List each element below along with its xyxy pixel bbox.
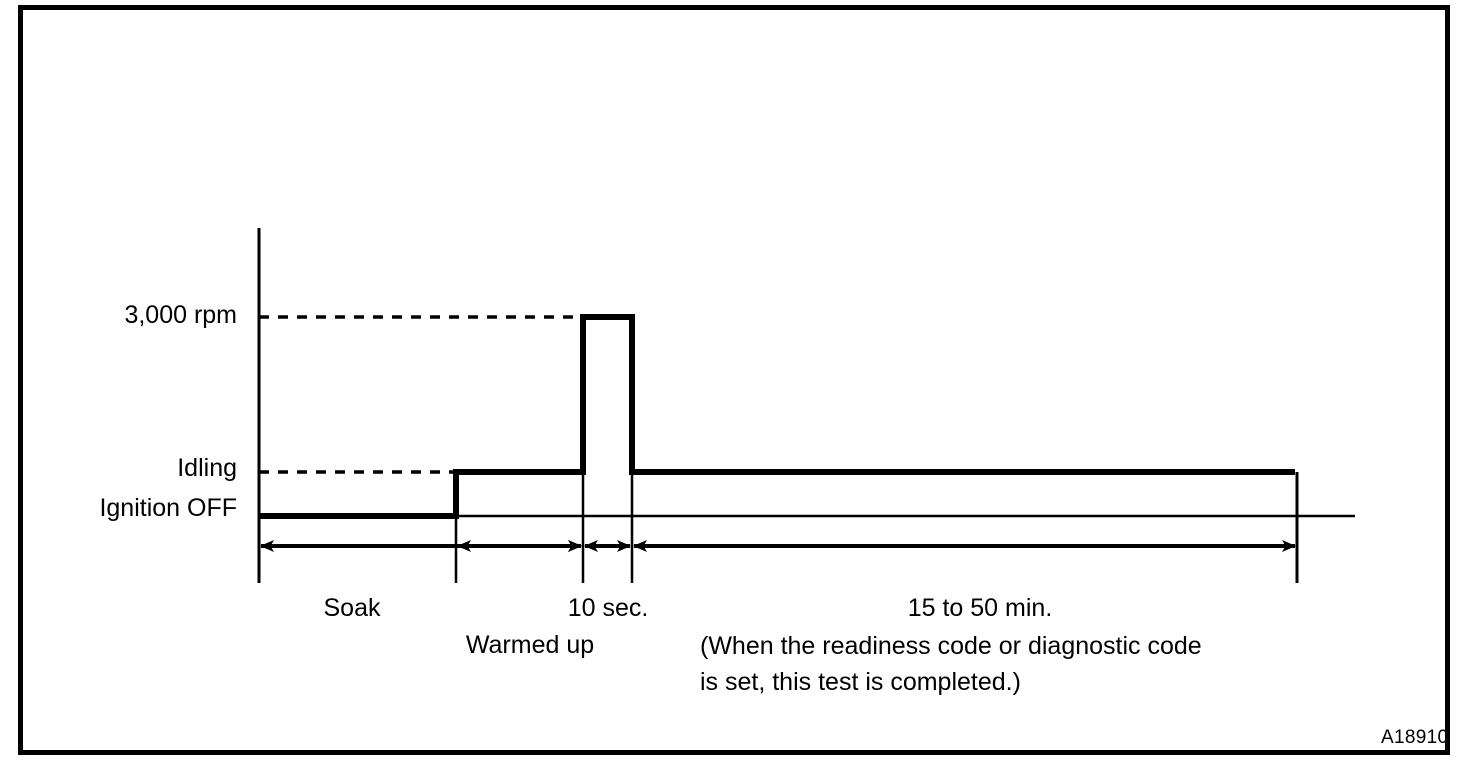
engine-speed-waveform [259, 314, 1295, 519]
segment-label-soak: Soak [323, 594, 381, 622]
segment-label-warmed-up: Warmed up [465, 631, 595, 659]
axis-label-3000-rpm: 3,000 rpm [124, 301, 237, 329]
segment-label-fifteen-to-fifty-min: 15 to 50 min. [907, 594, 1053, 622]
axis-label-idling: Idling [177, 454, 237, 482]
segment-label-ten-sec: 10 sec. [567, 594, 649, 622]
note-text-line-1: (When the readiness code or diagnostic c… [700, 632, 1202, 660]
figure-id-label: A18910 [1381, 727, 1449, 748]
note-text-line-2: is set, this test is completed.) [700, 668, 1021, 696]
figure-border [18, 5, 1450, 755]
axis-label-ignition-off: Ignition OFF [99, 494, 237, 522]
